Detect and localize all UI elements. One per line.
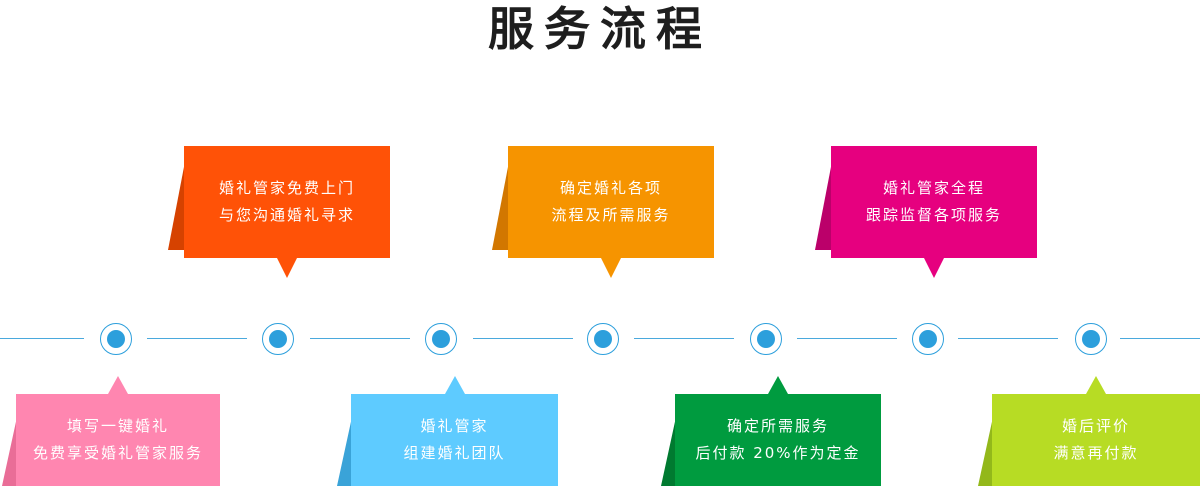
- timeline-node-6: [912, 323, 944, 355]
- step-card-bottom-3: 确定所需服务 后付款 20%作为定金: [661, 376, 881, 486]
- timeline-line: [958, 338, 1058, 339]
- step-card-top-1: 婚礼管家免费上门 与您沟通婚礼寻求: [168, 146, 390, 280]
- timeline-line: [310, 338, 410, 339]
- card-pointer: [1086, 376, 1106, 394]
- step-card-top-2: 确定婚礼各项 流程及所需服务: [492, 146, 714, 280]
- card-line-2: 与您沟通婚礼寻求: [218, 206, 355, 224]
- timeline-node-2: [262, 323, 294, 355]
- card-face: 确定所需服务 后付款 20%作为定金: [675, 394, 881, 486]
- step-card-bottom-1: 填写一键婚礼 免费享受婚礼管家服务: [2, 376, 220, 486]
- card-pointer: [768, 376, 788, 394]
- step-card-top-3: 婚礼管家全程 跟踪监督各项服务: [815, 146, 1037, 280]
- card-line-2: 流程及所需服务: [551, 206, 671, 224]
- card-line-2: 组建婚礼团队: [403, 444, 506, 462]
- card-line-2: 后付款 20%作为定金: [695, 444, 861, 462]
- card-line-2: 满意再付款: [1053, 444, 1139, 462]
- card-pointer: [924, 258, 944, 278]
- timeline-line: [1120, 338, 1200, 339]
- card-face: 婚礼管家全程 跟踪监督各项服务: [831, 146, 1037, 258]
- card-line-1: 婚礼管家: [420, 417, 489, 435]
- card-line-2: 免费享受婚礼管家服务: [32, 444, 203, 462]
- timeline-line: [797, 338, 897, 339]
- timeline-node-7: [1075, 323, 1107, 355]
- step-card-bottom-4: 婚后评价 满意再付款: [978, 376, 1200, 486]
- timeline-line: [147, 338, 247, 339]
- timeline-node-3: [425, 323, 457, 355]
- card-line-2: 跟踪监督各项服务: [865, 206, 1002, 224]
- card-pointer: [277, 258, 297, 278]
- card-pointer: [601, 258, 621, 278]
- timeline-line: [634, 338, 734, 339]
- card-face: 婚后评价 满意再付款: [992, 394, 1200, 486]
- card-face: 婚礼管家 组建婚礼团队: [351, 394, 558, 486]
- card-pointer: [445, 376, 465, 394]
- card-face: 婚礼管家免费上门 与您沟通婚礼寻求: [184, 146, 390, 258]
- card-line-1: 婚后评价: [1061, 417, 1130, 435]
- step-card-bottom-2: 婚礼管家 组建婚礼团队: [337, 376, 558, 486]
- timeline: [0, 323, 1200, 355]
- card-face: 确定婚礼各项 流程及所需服务: [508, 146, 714, 258]
- card-line-1: 填写一键婚礼: [66, 417, 169, 435]
- card-line-1: 确定婚礼各项: [559, 179, 662, 197]
- timeline-node-4: [587, 323, 619, 355]
- page-title: 服务流程: [488, 2, 712, 56]
- timeline-line: [473, 338, 573, 339]
- card-line-1: 婚礼管家全程: [882, 179, 985, 197]
- card-line-1: 确定所需服务: [726, 417, 829, 435]
- timeline-line: [0, 338, 84, 339]
- card-pointer: [108, 376, 128, 394]
- card-face: 填写一键婚礼 免费享受婚礼管家服务: [16, 394, 220, 486]
- card-line-1: 婚礼管家免费上门: [218, 179, 355, 197]
- timeline-node-1: [100, 323, 132, 355]
- timeline-node-5: [750, 323, 782, 355]
